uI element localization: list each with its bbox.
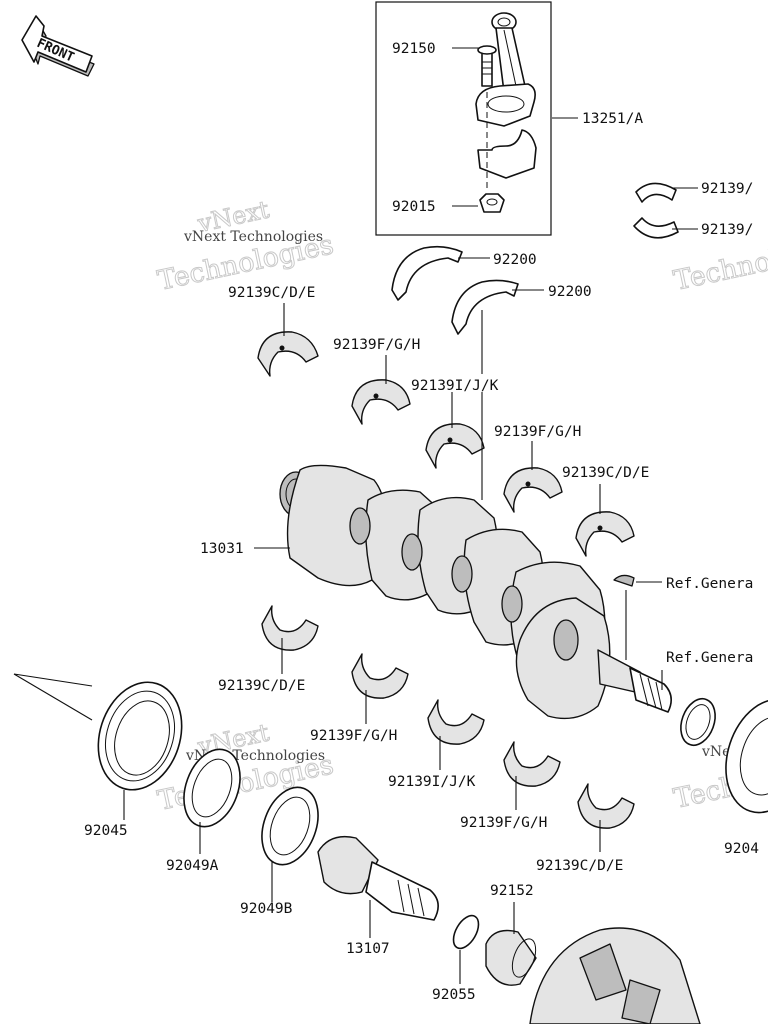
label-13031: 13031: [200, 541, 244, 557]
main-bearing-upper-2: [351, 379, 411, 425]
label-92049b: 92049B: [240, 901, 293, 917]
bearing-shell-upper-right-2: [633, 217, 679, 239]
main-bearing-lower-2: [351, 653, 409, 699]
collar: [485, 929, 537, 986]
main-bearing-upper-4: [503, 467, 563, 513]
main-bearing-lower-3: [427, 699, 485, 745]
flange-partial: [529, 927, 701, 1024]
leader-lines: [123, 47, 698, 984]
label-9204-right: 9204: [724, 841, 759, 857]
bearing-shell-upper-right-1: [635, 182, 677, 203]
main-bearing-lower-5: [577, 783, 635, 829]
label-92139ijk-2: 92139I/J/K: [388, 774, 476, 790]
label-92139cde-1: 92139C/D/E: [228, 285, 315, 301]
label-92139cde-2: 92139C/D/E: [562, 465, 649, 481]
output-shaft: [317, 835, 439, 921]
label-13107: 13107: [346, 941, 390, 957]
thrust-washer-lower: [451, 279, 519, 335]
label-92049a: 92049A: [166, 858, 219, 874]
label-92045: 92045: [84, 823, 128, 839]
label-92055: 92055: [432, 987, 476, 1003]
main-bearing-lower-4: [503, 741, 561, 787]
label-92139-right-1: 92139/: [701, 181, 753, 197]
ball-bearing: [13, 673, 183, 791]
label-92200-b: 92200: [548, 284, 592, 300]
oil-seal-ring: [680, 697, 716, 747]
crankshaft: [279, 464, 672, 720]
label-92139cde-3: 92139C/D/E: [218, 678, 305, 694]
bearing-ring-right-partial: [725, 698, 768, 814]
label-ref-general-2: Ref.Genera: [666, 650, 753, 666]
svg-text:vNext Technologies: vNext Technologies: [183, 229, 323, 245]
thrust-washer-upper: [391, 245, 463, 301]
label-92139ijk-1: 92139I/J/K: [411, 378, 499, 394]
label-92139-right-2: 92139/: [701, 222, 753, 238]
connecting-rod-box: [375, 1, 552, 236]
label-92200-a: 92200: [493, 252, 537, 268]
label-92139cde-4: 92139C/D/E: [536, 858, 623, 874]
label-92139fgh-1: 92139F/G/H: [333, 337, 420, 353]
watermark-top: vNext Technologies vNext Technologies: [155, 195, 337, 297]
label-92139fgh-2: 92139F/G/H: [494, 424, 581, 440]
main-bearing-upper-1: [257, 331, 319, 377]
oil-seal-b: [261, 786, 319, 866]
label-92150: 92150: [392, 41, 436, 57]
label-ref-general-1: Ref.Genera: [666, 576, 753, 592]
front-arrow-icon: FRONT: [21, 15, 95, 77]
label-92139fgh-3: 92139F/G/H: [310, 728, 397, 744]
main-bearing-lower-1: [261, 605, 319, 651]
svg-text:Technologies: Technologies: [671, 229, 768, 296]
oil-seal-a: [183, 748, 241, 828]
main-bearing-upper-3: [425, 423, 485, 469]
watermark-top-right: Technologies: [671, 229, 768, 297]
main-bearing-upper-5: [575, 511, 635, 557]
label-92015: 92015: [392, 199, 436, 215]
label-92152: 92152: [490, 883, 534, 899]
label-92139fgh-4: 92139F/G/H: [460, 815, 547, 831]
o-ring: [452, 914, 480, 950]
label-13251a: 13251/A: [582, 111, 643, 127]
